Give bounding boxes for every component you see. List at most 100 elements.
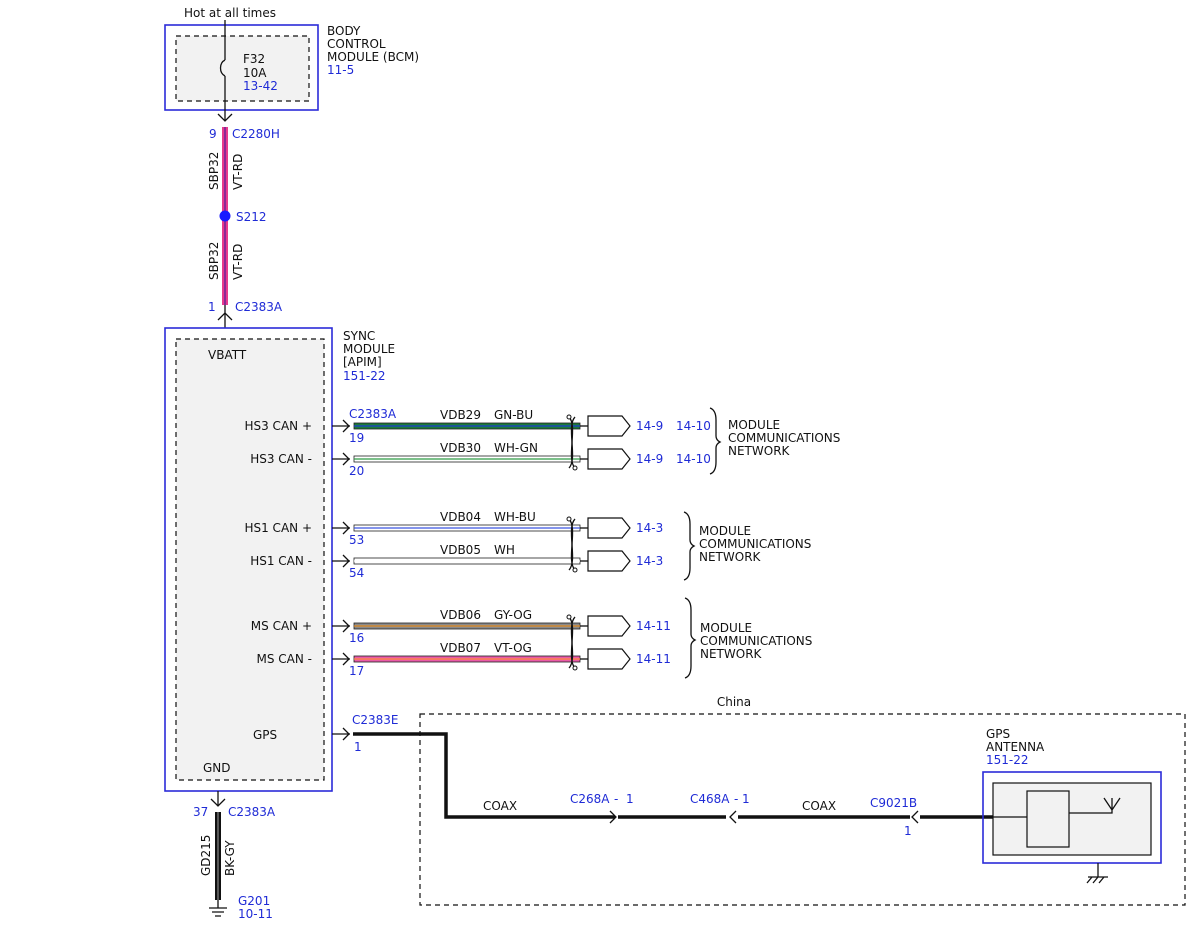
twist-end-icon	[572, 665, 578, 671]
ground-symbol-icon	[209, 900, 227, 917]
can-connector-icon	[587, 517, 631, 539]
network-label-hs1-2: COMMUNICATIONS	[699, 537, 811, 551]
can-signal-label: HS1 CAN -	[250, 554, 312, 568]
network-brace-hs1: MODULE COMMUNICATIONS NETWORK	[683, 511, 811, 581]
can-signal-label: MS CAN +	[251, 619, 312, 633]
power-color-upper: VT-RD	[231, 154, 245, 190]
power-circuit-lower: SBP32	[207, 242, 221, 280]
c268a-pin: 1	[626, 792, 634, 806]
can-ref-2: 14-10	[676, 452, 711, 466]
sync-power-connector: C2383A	[235, 300, 283, 314]
can-connector-icon	[587, 615, 631, 637]
network-label-hs3-1: MODULE	[728, 418, 780, 432]
can-line: HS3 CAN - 20 VDB30 WH-GN 14-9 14-10	[250, 441, 711, 478]
can-connector-icon	[587, 648, 631, 670]
can-signal-label: HS3 CAN -	[250, 452, 312, 466]
ground-ref: 10-11	[238, 907, 273, 921]
coax-segment-1	[353, 732, 615, 819]
can-pin-number: 19	[349, 431, 364, 445]
can-pin-arrow-icon	[342, 554, 350, 568]
can-circuit: VDB30	[440, 441, 481, 455]
gps-label: GPS	[253, 728, 277, 742]
antenna-receiver	[1026, 790, 1070, 848]
gnd-pin: 37	[193, 805, 208, 819]
can-wire-color: WH-GN	[494, 441, 538, 455]
gnd-circuit: GD215	[199, 835, 213, 876]
power-color-lower: VT-RD	[231, 244, 245, 280]
can-pin-arrow-icon	[342, 521, 350, 535]
can-pin-arrow-icon	[342, 452, 350, 466]
can-ref: 14-9	[636, 452, 663, 466]
bcm-inner	[175, 35, 310, 102]
c268a-dash: -	[614, 792, 618, 806]
china-region-label: China	[717, 695, 751, 709]
antenna-title-1: GPS	[986, 727, 1010, 741]
c468a-label: C468A	[690, 792, 730, 806]
network-label-hs3-2: COMMUNICATIONS	[728, 431, 840, 445]
sync-inner	[175, 338, 325, 781]
c9021b-arrow-icon	[911, 810, 919, 824]
splice-label: S212	[236, 210, 267, 224]
c468a-pin: 1	[742, 792, 750, 806]
c268a-label: C268A	[570, 792, 610, 806]
coax-label-1: COAX	[483, 799, 517, 813]
antenna-icon	[1069, 797, 1121, 814]
gnd-label: GND	[203, 761, 231, 775]
sync-power-pin: 1	[208, 300, 216, 314]
fuse-id: F32	[243, 52, 265, 66]
can-pin-number: 54	[349, 566, 364, 580]
twist-end-icon	[566, 414, 572, 420]
can-circuit: VDB07	[440, 641, 481, 655]
sync-pin-arrow-icon	[217, 312, 233, 321]
can-wire-color: GN-BU	[494, 408, 533, 422]
can-wire-color: VT-OG	[494, 641, 532, 655]
coax-label-2: COAX	[802, 799, 836, 813]
can-ref-2: 14-10	[676, 419, 711, 433]
can-connector-icon	[587, 415, 631, 437]
can-circuit: VDB29	[440, 408, 481, 422]
network-label-hs1-3: NETWORK	[699, 550, 762, 564]
c268a-arrow-icon	[609, 810, 617, 824]
can-pin-arrow-icon	[342, 419, 350, 433]
twisted-pair-icon	[568, 518, 576, 571]
chassis-ground-icon	[1086, 863, 1108, 884]
ground-point: G201	[238, 894, 270, 908]
twist-end-icon	[566, 614, 572, 620]
can-ref: 14-3	[636, 554, 663, 568]
can-wire-color: WH-BU	[494, 510, 536, 524]
vbatt-label: VBATT	[208, 348, 247, 362]
can-pin-number: 16	[349, 631, 364, 645]
can-connector-icon	[587, 448, 631, 470]
can-circuit: VDB06	[440, 608, 481, 622]
gps-connector-pin: 1	[354, 740, 362, 754]
can-wire-color: GY-OG	[494, 608, 532, 622]
hot-at-all-times-note: Hot at all times	[184, 6, 276, 20]
splice-dot	[219, 210, 231, 222]
can-pin-arrow-icon	[342, 619, 350, 633]
can-signal-label: HS1 CAN +	[244, 521, 312, 535]
china-region-frame	[419, 713, 1186, 906]
can-ref: 14-3	[636, 521, 663, 535]
network-label-ms-2: COMMUNICATIONS	[700, 634, 812, 648]
antenna-title-2: ANTENNA	[986, 740, 1045, 754]
antenna-ref: 151-22	[986, 753, 1029, 767]
bcm-outline	[164, 24, 319, 111]
network-brace-ms: MODULE COMMUNICATIONS NETWORK	[684, 597, 812, 679]
twist-end-icon	[566, 516, 572, 522]
bcm-title-3: MODULE (BCM)	[327, 50, 419, 64]
power-circuit-upper: SBP32	[207, 152, 221, 190]
can-pin-arrow-icon	[342, 652, 350, 666]
antenna-outline	[982, 771, 1162, 864]
can-pin-number: 17	[349, 664, 364, 678]
sync-outline	[164, 327, 333, 792]
can-ref: 14-9	[636, 419, 663, 433]
gps-antenna: GPS ANTENNA 151-22	[982, 727, 1162, 884]
gps-connector-label: C2383E	[352, 713, 399, 727]
can-signal-label: HS3 CAN +	[244, 419, 312, 433]
can-pin-number: 20	[349, 464, 364, 478]
